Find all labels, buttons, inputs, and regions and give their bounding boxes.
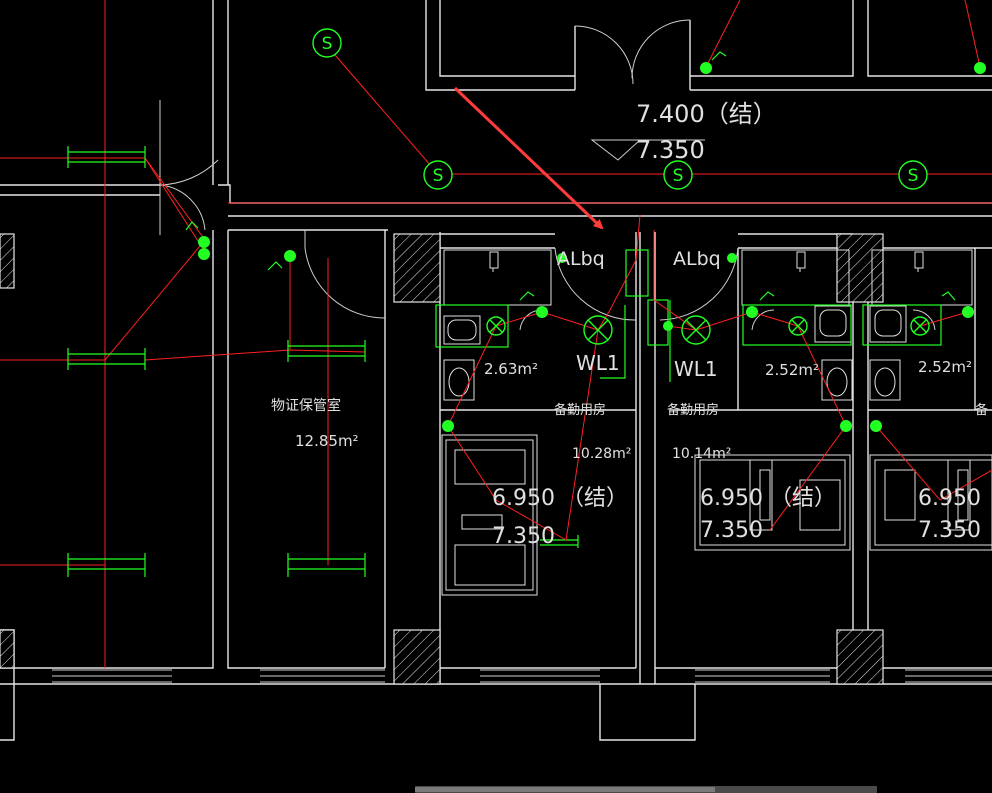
horizontal-scrollbar[interactable]	[415, 786, 877, 793]
switch-dots	[185, 51, 986, 432]
hatched-column-icon	[0, 233, 884, 685]
elevation-label-c: 6.950 （结）	[700, 486, 836, 511]
circuit-label-a: WL1	[576, 351, 620, 375]
walls	[0, 0, 992, 741]
switch-icon[interactable]	[312, 28, 928, 190]
toilet-icon	[443, 359, 475, 401]
panel-label-a: ALbq	[557, 248, 605, 270]
bath-area-d: 2.52m²	[918, 358, 972, 376]
room-area-evidence: 12.85m²	[295, 432, 359, 450]
room-name-duty-c: 备勤用房	[667, 402, 719, 418]
bed-icon	[441, 434, 538, 596]
scrollbar-thumb[interactable]	[415, 787, 715, 792]
switch-label: S	[673, 166, 684, 186]
elevation-label-top: 7.400（结）	[636, 100, 777, 128]
wall-socket-icon	[67, 146, 366, 577]
switch-label: S	[322, 34, 333, 54]
switch-label: S	[433, 166, 444, 186]
circuit-label-b: WL1	[674, 357, 718, 381]
switch-labels: S S S S	[322, 34, 919, 186]
elevation-sublabel-top: 7.350	[636, 136, 705, 164]
annotations: 7.400（结） 7.350 ALbq ALbq WL1 WL1 物证保管室 1…	[271, 100, 988, 549]
bath-area-c: 2.52m²	[765, 361, 819, 379]
elevation-label-d: 6.950	[918, 486, 981, 511]
room-area-duty-c: 10.14m²	[672, 446, 731, 462]
washbasin-icon	[443, 315, 481, 345]
room-name-duty-b: 备勤用房	[554, 402, 606, 418]
panel-label-b: ALbq	[673, 248, 721, 270]
room-area-duty-b: 10.28m²	[572, 446, 631, 462]
room-name-evidence: 物证保管室	[271, 397, 341, 414]
annotation-arrow-icon	[453, 86, 604, 230]
elevation-sublabel-c: 7.350	[700, 518, 763, 543]
wiring	[0, 0, 992, 668]
elevation-label-b: 6.950 （结）	[492, 486, 628, 511]
switch-label: S	[908, 166, 919, 186]
elevation-sublabel-b: 7.350	[492, 524, 555, 549]
doors	[159, 19, 936, 331]
ceiling-lamp-icon[interactable]	[486, 315, 930, 345]
room-name-duty-d: 备	[975, 402, 988, 418]
bath-area-b: 2.63m²	[484, 360, 538, 378]
elevation-sublabel-d: 7.350	[918, 518, 981, 543]
